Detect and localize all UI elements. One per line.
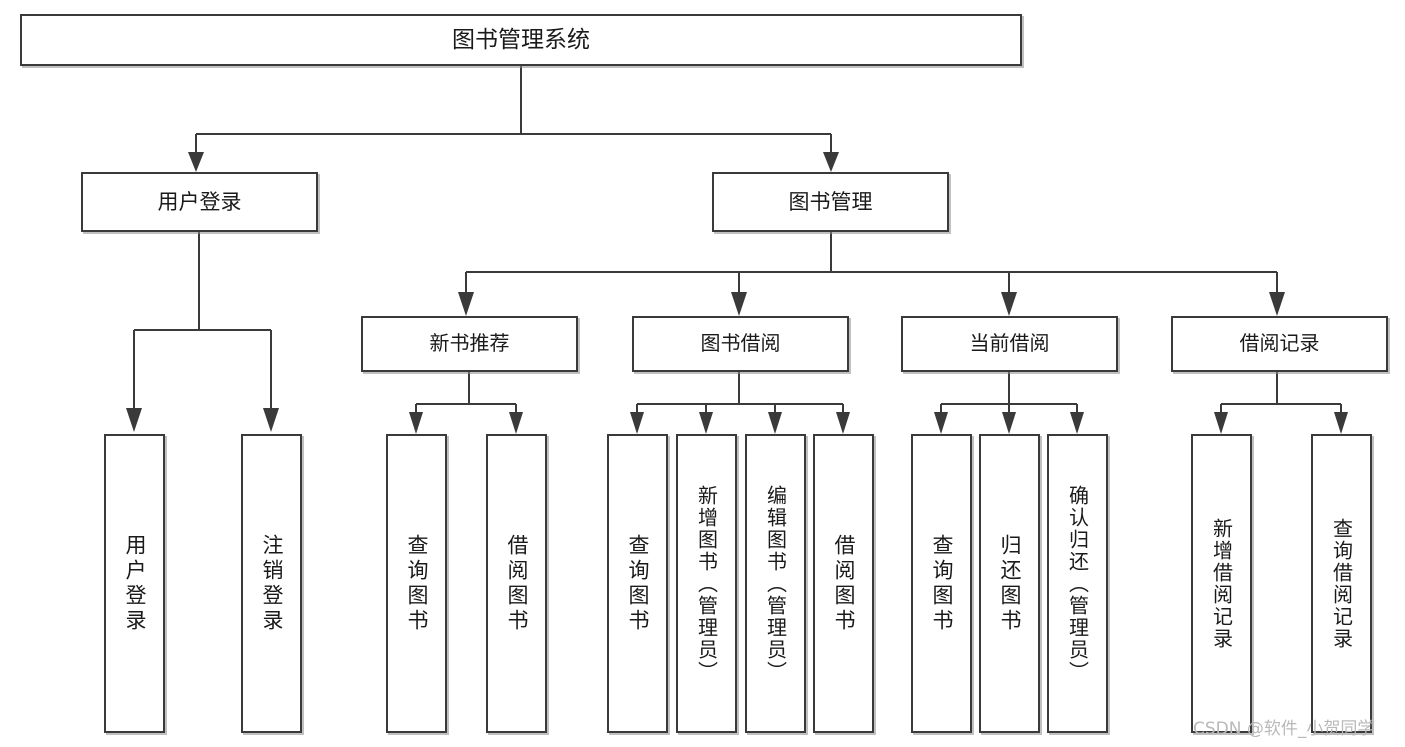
leaf-borrow-record-add[interactable]: 新增借阅记录 [1191, 434, 1252, 733]
leaf-book-borrow-query[interactable]: 查询图书 [607, 434, 668, 733]
csdn-watermark: CSDN @软件_小贺同学 [1193, 719, 1375, 739]
leaf-book-borrow-query-label: 查询图书 [626, 533, 650, 634]
leaf-current-borrow-query[interactable]: 查询图书 [911, 434, 972, 733]
leaf-new-book-query-label: 查询图书 [405, 533, 429, 634]
leaf-new-book-borrow-label: 借阅图书 [505, 533, 529, 634]
node-borrow-record[interactable]: 借阅记录 [1171, 316, 1388, 372]
leaf-current-borrow-confirm-return-label: 确认归还（管理员） [1065, 484, 1090, 683]
node-book-management[interactable]: 图书管理 [712, 172, 949, 232]
leaf-borrow-record-query[interactable]: 查询借阅记录 [1311, 434, 1372, 733]
leaf-book-borrow-add-label: 新增图书（管理员） [694, 484, 719, 683]
node-borrow-record-label: 借阅记录 [1239, 331, 1320, 356]
leaf-current-borrow-return[interactable]: 归还图书 [979, 434, 1040, 733]
leaf-book-borrow-edit[interactable]: 编辑图书（管理员） [745, 434, 806, 733]
node-book-borrow-label: 图书借阅 [700, 331, 781, 356]
node-new-book-recommend-label: 新书推荐 [429, 331, 510, 356]
node-current-borrow[interactable]: 当前借阅 [901, 316, 1118, 372]
node-user-login-label: 用户登录 [157, 189, 242, 214]
leaf-borrow-record-add-label: 新增借阅记录 [1209, 517, 1234, 650]
leaf-new-book-borrow[interactable]: 借阅图书 [486, 434, 547, 733]
leaf-book-borrow-add[interactable]: 新增图书（管理员） [676, 434, 737, 733]
leaf-user-login-login-label: 用户登录 [123, 533, 147, 634]
leaf-current-borrow-return-label: 归还图书 [998, 533, 1022, 634]
node-current-borrow-label: 当前借阅 [969, 331, 1050, 356]
leaf-borrow-record-query-label: 查询借阅记录 [1329, 517, 1354, 650]
leaf-new-book-query[interactable]: 查询图书 [386, 434, 447, 733]
leaf-book-borrow-edit-label: 编辑图书（管理员） [763, 484, 788, 683]
leaf-current-borrow-query-label: 查询图书 [930, 533, 954, 634]
node-new-book-recommend[interactable]: 新书推荐 [361, 316, 578, 372]
node-book-borrow[interactable]: 图书借阅 [632, 316, 849, 372]
leaf-user-login-logout-label: 注销登录 [260, 533, 284, 634]
leaf-user-login-login[interactable]: 用户登录 [104, 434, 165, 733]
leaf-current-borrow-confirm-return[interactable]: 确认归还（管理员） [1047, 434, 1108, 733]
leaf-book-borrow-borrow-label: 借阅图书 [832, 533, 856, 634]
leaf-book-borrow-borrow[interactable]: 借阅图书 [813, 434, 874, 733]
node-root-system[interactable]: 图书管理系统 [20, 14, 1022, 66]
node-user-login[interactable]: 用户登录 [81, 172, 318, 232]
leaf-user-login-logout[interactable]: 注销登录 [241, 434, 302, 733]
node-book-management-label: 图书管理 [788, 189, 873, 214]
node-root-system-label: 图书管理系统 [452, 26, 590, 53]
